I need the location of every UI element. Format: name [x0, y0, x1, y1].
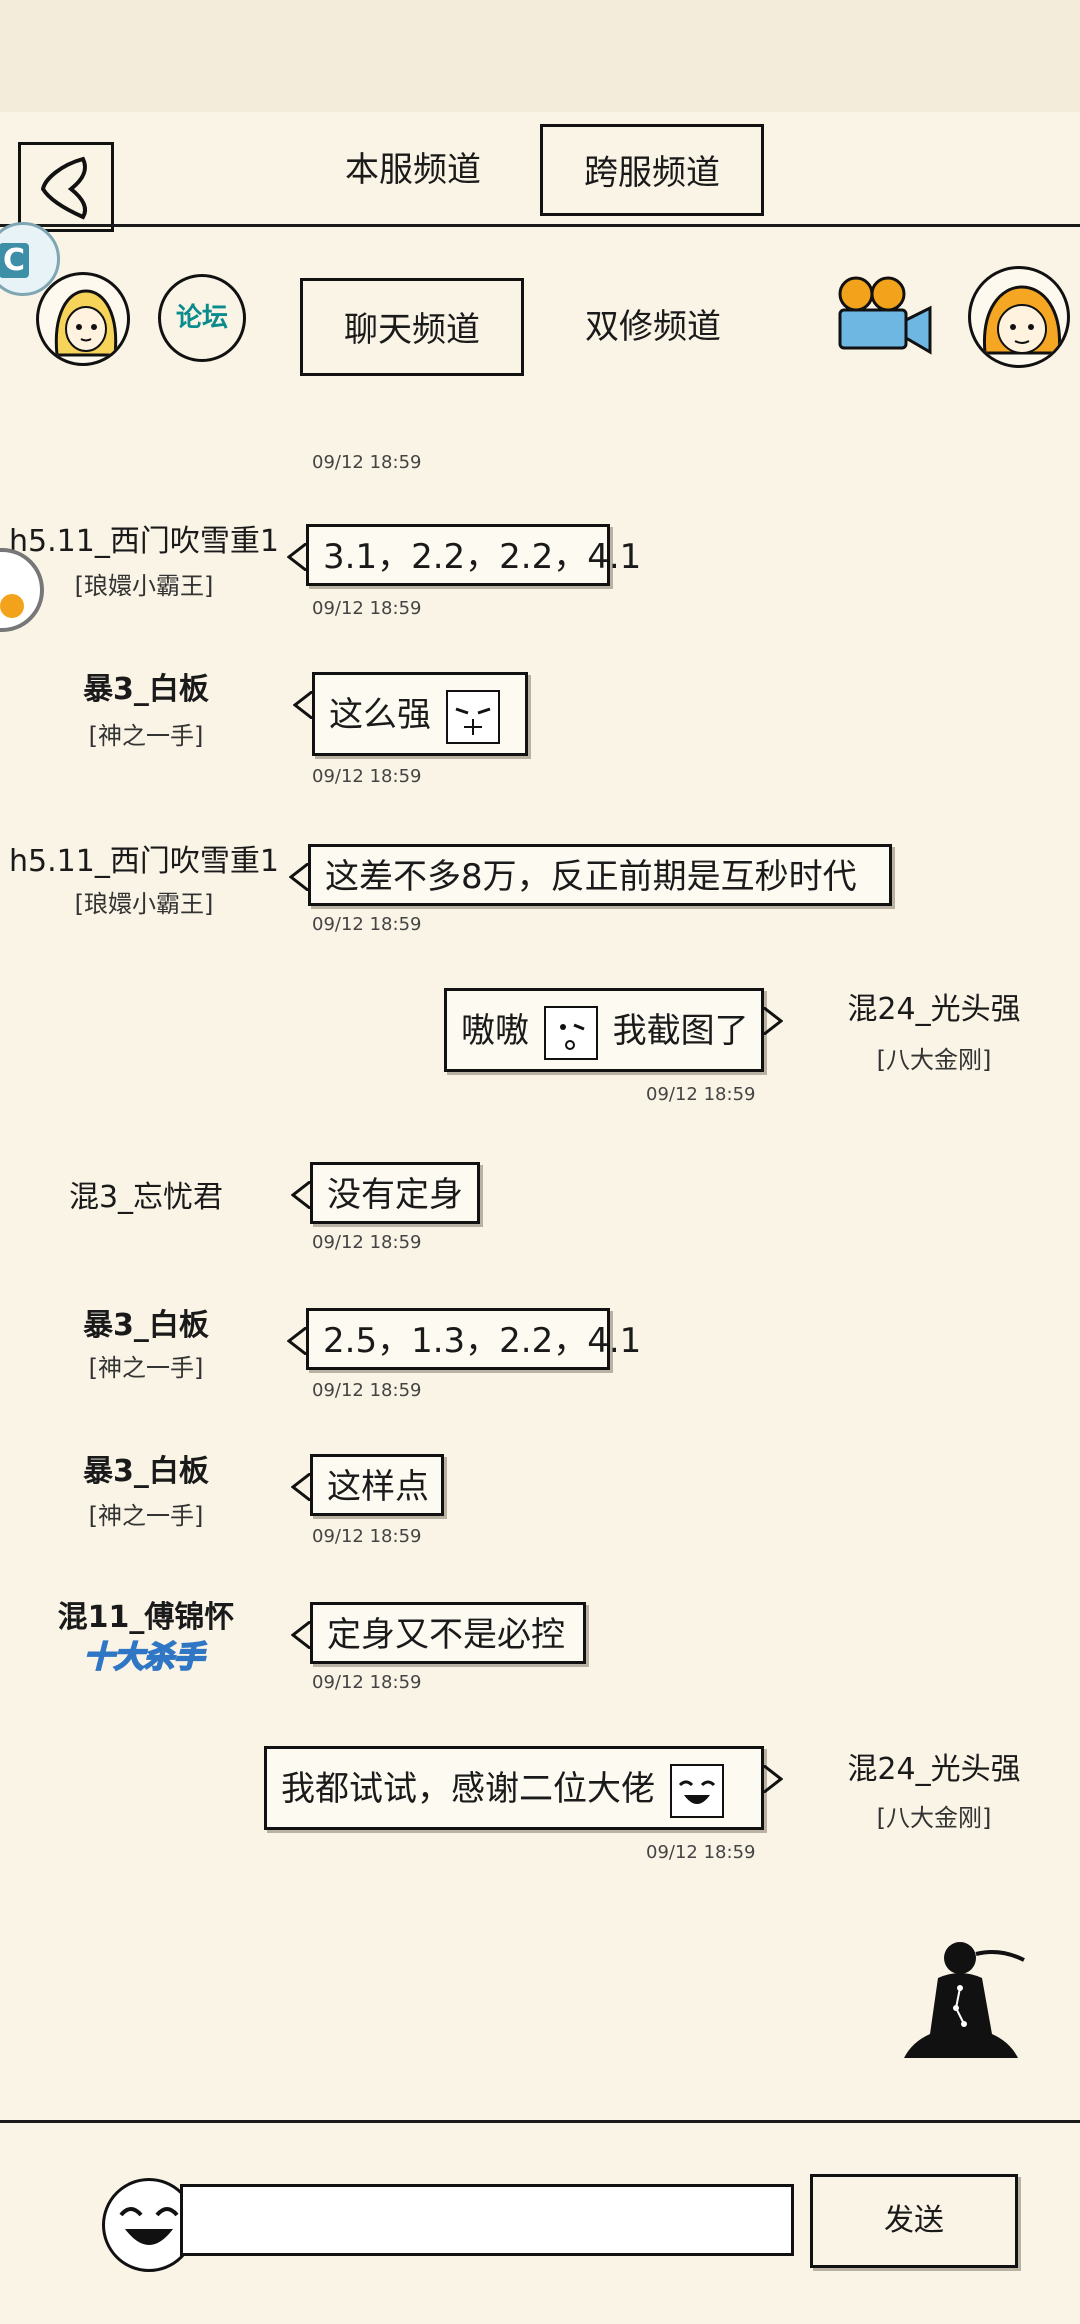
- chat-screen: [0, 112, 1080, 2324]
- sender-name[interactable]: h5.11_西门吹雪重1: [9, 844, 279, 879]
- message-bubble[interactable]: 这么强: [293, 672, 528, 756]
- message-bubble[interactable]: 2.5，1.3，2.2，4.1: [287, 1308, 641, 1370]
- bubble-tail: [291, 1621, 311, 1649]
- sender-title: [神之一手]: [88, 1502, 204, 1530]
- sender-title: [八大金刚]: [876, 1046, 992, 1074]
- tab-dual-cultivation[interactable]: 双修频道: [585, 307, 721, 347]
- timestamp: 09/12 18:59: [312, 1672, 422, 1693]
- sender-title: [神之一手]: [88, 1354, 204, 1382]
- message-text: 我都试试，感谢二位大佬: [281, 1769, 655, 1809]
- message-text: 2.5，1.3，2.2，4.1: [323, 1321, 642, 1361]
- bubble-tail: [291, 1473, 311, 1501]
- timestamp: 09/12 18:59: [312, 1232, 422, 1253]
- message-text: 这差不多8万，反正前期是互秒时代: [325, 857, 857, 897]
- message-text: 我截图了: [612, 1011, 749, 1051]
- sender-name[interactable]: 混24_光头强: [847, 992, 1021, 1027]
- message-input[interactable]: [180, 2184, 794, 2256]
- message-text: 没有定身: [327, 1175, 463, 1215]
- sender-name[interactable]: 暴3_白板: [83, 672, 209, 707]
- message-text: 这么强: [329, 695, 431, 735]
- avatar-orange-hair-girl[interactable]: [968, 266, 1070, 368]
- timestamp: 09/12 18:59: [312, 452, 422, 473]
- hooded-girl-icon: [54, 289, 118, 357]
- sender-title: [琅嬛小霸王]: [74, 572, 214, 600]
- message-text: 这样点: [327, 1467, 429, 1507]
- kiss-face-emoji: [543, 1005, 598, 1060]
- message-text-before: 嗷嗷: [461, 1011, 529, 1051]
- timestamp: 09/12 18:59: [312, 914, 422, 935]
- input-divider: [0, 2120, 1080, 2123]
- sender-name[interactable]: 混3_忘忧君: [68, 1180, 224, 1215]
- bubble-tail: [289, 863, 309, 891]
- timestamp: 09/12 18:59: [312, 1380, 422, 1401]
- video-camera-icon[interactable]: [826, 272, 936, 358]
- tab-chat-channel[interactable]: 聊天频道: [300, 278, 524, 376]
- sender-name[interactable]: 混24_光头强: [847, 1752, 1021, 1787]
- message-bubble[interactable]: 这样点: [291, 1454, 444, 1516]
- bubble-tail: [291, 1181, 311, 1209]
- bubble-tail: [293, 691, 313, 719]
- sender-title-badge: 十大杀手: [83, 1639, 205, 1676]
- send-button[interactable]: 发送: [810, 2174, 1018, 2268]
- message-bubble[interactable]: 没有定身: [291, 1162, 480, 1224]
- sender-title: [八大金刚]: [876, 1804, 992, 1832]
- bubble-tail: [287, 1327, 307, 1355]
- timestamp: 09/12 18:59: [312, 766, 422, 787]
- timestamp: 09/12 18:59: [312, 598, 422, 619]
- status-area: [0, 0, 1080, 112]
- bubble-tail: [287, 543, 307, 571]
- sender-name[interactable]: 暴3_白板: [83, 1454, 209, 1489]
- tab-cross-server[interactable]: 跨服频道: [540, 124, 764, 216]
- laughing-face-icon: [119, 2207, 179, 2245]
- timestamp: 09/12 18:59: [312, 1526, 422, 1547]
- message-text: 定身又不是必控: [327, 1615, 565, 1655]
- sender-title: [神之一手]: [88, 722, 204, 750]
- floating-app-badge[interactable]: C: [0, 222, 60, 296]
- orange-hair-girl-icon: [982, 285, 1062, 355]
- app-badge-icon: C: [0, 243, 30, 278]
- timestamp: 09/12 18:59: [646, 1084, 756, 1105]
- message-bubble[interactable]: 3.1，2.2，2.2，4.1: [287, 524, 641, 586]
- laughing-face-emoji: [669, 1763, 724, 1818]
- back-button[interactable]: [18, 142, 114, 232]
- bubble-tail: [763, 1007, 783, 1035]
- message-bubble[interactable]: 定身又不是必控: [291, 1602, 586, 1664]
- dazed-face-emoji: [445, 689, 500, 744]
- side-mascot-icon[interactable]: [0, 540, 44, 650]
- tab-local-server[interactable]: 本服频道: [345, 150, 481, 190]
- bubble-tail: [763, 1765, 783, 1793]
- sender-name[interactable]: h5.11_西门吹雪重1: [9, 524, 279, 559]
- message-bubble[interactable]: 嗷嗷 我截图了: [444, 988, 783, 1072]
- avatar-hooded-girl[interactable]: [36, 272, 130, 366]
- back-arrow-icon: [40, 156, 88, 220]
- message-bubble[interactable]: 我都试试，感谢二位大佬: [264, 1746, 783, 1830]
- forum-button[interactable]: 论坛: [158, 274, 246, 362]
- sender-title: [琅嬛小霸王]: [74, 890, 214, 918]
- meditation-figure-icon[interactable]: [900, 1938, 1030, 2070]
- sender-name[interactable]: 暴3_白板: [83, 1308, 209, 1343]
- message-bubble[interactable]: 这差不多8万，反正前期是互秒时代: [289, 844, 892, 906]
- timestamp: 09/12 18:59: [646, 1842, 756, 1863]
- header-divider: [0, 224, 1080, 227]
- sender-name[interactable]: 混11_傅锦怀: [57, 1600, 235, 1635]
- message-text: 3.1，2.2，2.2，4.1: [323, 537, 642, 577]
